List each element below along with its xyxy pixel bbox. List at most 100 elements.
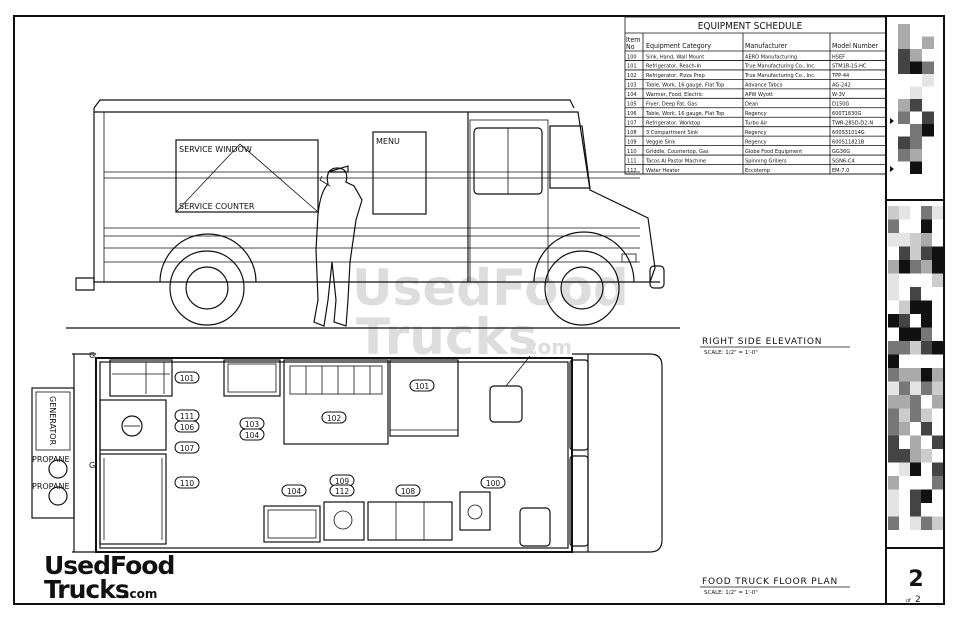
svg-text:104: 104 <box>287 487 302 496</box>
redaction-pixel <box>888 516 899 530</box>
redaction-pixel <box>888 489 899 503</box>
schedule-cell-category: Table, Work, 16 gauge, Flat Top <box>645 111 724 117</box>
schedule-header-category: Equipment Category <box>646 42 711 50</box>
schedule-cell-category: Veggie Sink <box>646 139 675 145</box>
sheet-of-label: of <box>906 598 911 604</box>
logo-line1: UsedFood <box>44 551 174 580</box>
generator-propane-compartment <box>31 387 75 519</box>
redaction-pixel <box>910 408 921 422</box>
svg-text:111: 111 <box>180 412 195 421</box>
equipment-101-reach-in <box>389 359 459 437</box>
tag-111: 111 <box>174 409 200 422</box>
redaction-pixel <box>921 206 932 220</box>
title-block-marker-1 <box>890 118 894 124</box>
equipment-schedule: EQUIPMENT SCHEDULE Item No Equipment Cat… <box>624 16 887 175</box>
schedule-cell-category: Refrigerator, Pizza Prep <box>646 73 705 79</box>
tag-102: 102 <box>321 411 347 424</box>
redaction-pixel <box>922 111 934 124</box>
schedule-cell-manufacturer: Spinning Grillers <box>745 158 787 164</box>
tag-112: 112 <box>329 484 355 497</box>
svg-text:109: 109 <box>335 477 350 486</box>
redaction-pixel <box>888 449 899 463</box>
schedule-header-item: Item <box>626 36 640 44</box>
svg-text:103: 103 <box>245 420 260 429</box>
floor-plan-scale: SCALE: 1/2" = 1'-0" <box>704 590 758 596</box>
redaction-pixel <box>899 422 910 436</box>
redaction-pixel <box>899 327 910 341</box>
service-window-label: SERVICE WINDOW <box>179 145 252 154</box>
title-block-marker-2 <box>890 166 894 172</box>
schedule-header-manufacturer: Manufacturer <box>745 42 788 50</box>
rear-wheel-well <box>159 233 257 283</box>
driver-seat <box>489 385 523 423</box>
svg-text:107: 107 <box>180 444 195 453</box>
service-counter-label: SERVICE COUNTER <box>179 202 255 211</box>
gas-marker-bottom: G <box>89 461 95 470</box>
schedule-cell-category: 3 Compartment Sink <box>646 130 698 136</box>
redaction-pixel <box>910 395 921 409</box>
elevation-scale: SCALE: 1/2" = 1'-0" <box>704 350 758 356</box>
redaction-pixel <box>888 368 899 382</box>
redaction-pixel <box>899 381 910 395</box>
schedule-cell-category: Warmer, Food, Electric <box>646 92 703 98</box>
redaction-pixel <box>921 381 932 395</box>
propane-label-1: PROPANE <box>32 455 70 464</box>
redaction-pixel <box>910 233 921 247</box>
schedule-cell-no: 101 <box>627 64 637 70</box>
schedule-cell-no: 106 <box>627 111 637 117</box>
propane-label-2: PROPANE <box>32 482 70 491</box>
redaction-pixel <box>921 314 932 328</box>
schedule-cell-manufacturer: Globe Food Equipment <box>745 149 802 155</box>
redaction-pixel <box>910 86 922 99</box>
redaction-pixel <box>888 476 899 490</box>
schedule-cell-category: Griddle, Countertop, Gas <box>646 149 709 155</box>
redaction-pixel <box>910 327 921 341</box>
sheet-border <box>13 15 945 605</box>
propane-tank-1 <box>48 459 68 479</box>
redaction-pixel <box>910 462 921 476</box>
schedule-cell-model: GG36G <box>832 149 850 155</box>
schedule-cell-manufacturer: True Manufacturing Co., Inc. <box>744 64 816 70</box>
redaction-pixel <box>910 124 922 137</box>
redaction-pixel <box>921 516 932 530</box>
redaction-pixel <box>910 449 921 463</box>
redaction-pixel <box>921 260 932 274</box>
redaction-pixel <box>899 449 910 463</box>
person-silhouette <box>313 165 363 327</box>
schedule-title: EQUIPMENT SCHEDULE <box>698 21 803 32</box>
service-window <box>175 139 319 213</box>
redaction-pixel <box>899 462 910 476</box>
menu-board <box>372 131 427 215</box>
redaction-pixel <box>921 341 932 355</box>
gas-marker-top: G <box>89 351 95 360</box>
watermark-line2: Trucks <box>356 308 538 366</box>
cab-door <box>469 119 549 283</box>
logo-line2: Trucks <box>44 575 129 604</box>
schedule-cell-no: 112 <box>627 168 637 174</box>
redaction-pixel <box>921 422 932 436</box>
plan-rear-edge <box>72 353 96 553</box>
equipment-108-three-compartment-sink <box>367 501 453 541</box>
tag-101: 101 <box>409 379 435 392</box>
redaction-pixel <box>888 206 899 220</box>
equipment-110-griddle <box>99 453 167 545</box>
redaction-pixel <box>888 435 899 449</box>
redaction-pixel <box>910 161 922 174</box>
plan-cab-outline <box>572 353 663 553</box>
redaction-pixel <box>888 260 899 274</box>
equipment-103-table <box>223 359 281 397</box>
redaction-pixel <box>888 354 899 368</box>
redaction-pixel <box>888 503 899 517</box>
svg-text:112: 112 <box>335 487 350 496</box>
schedule-cell-model: EM-7.0 <box>832 168 849 174</box>
tag-109: 109 <box>329 474 355 487</box>
equipment-106-table <box>99 399 167 451</box>
svg-text:106: 106 <box>180 423 195 432</box>
redaction-pixel <box>888 408 899 422</box>
